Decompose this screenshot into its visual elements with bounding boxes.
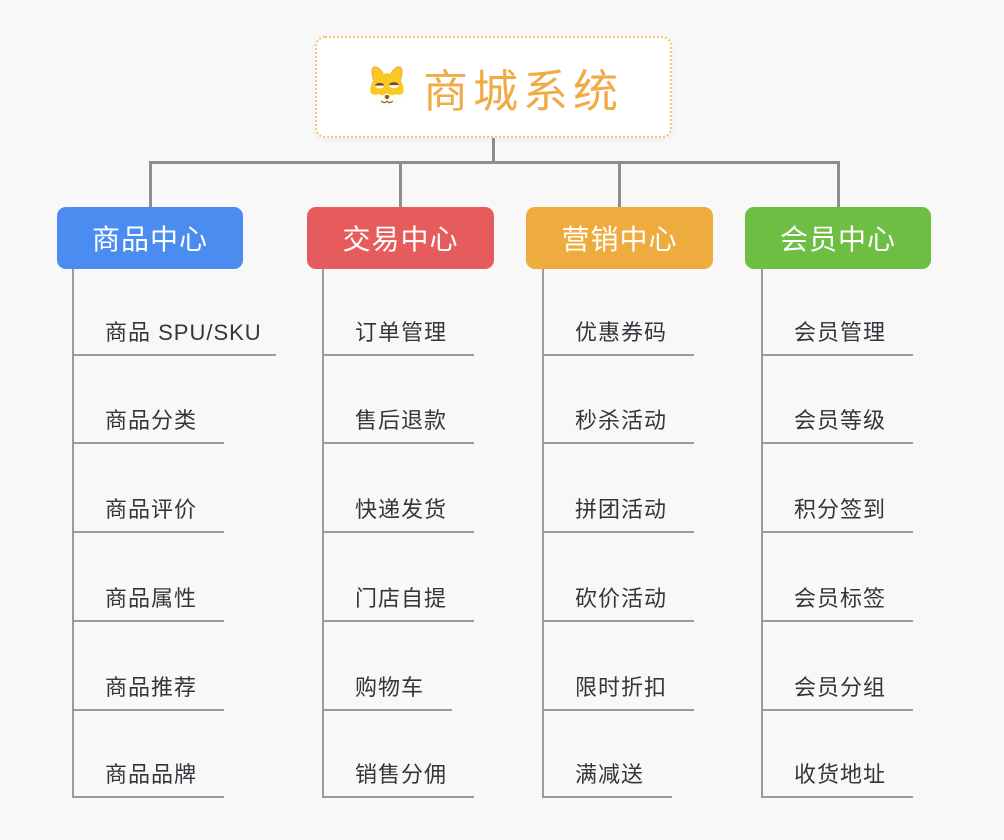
topic-shipping-address[interactable]: 收货地址 [761,750,913,798]
topic-product-review[interactable]: 商品评价 [72,485,224,533]
topic-label: 会员管理 [794,320,887,345]
topic-label: 售后退款 [355,408,448,433]
topic-label: 秒杀活动 [575,408,668,433]
topic-label: 积分签到 [794,497,887,522]
connector-bus [149,161,840,164]
topic-order-management[interactable]: 订单管理 [322,308,474,356]
branch-label-trade-center: 交易中心 [342,224,459,255]
topic-label: 商品品牌 [105,762,198,787]
connector-drop-trade-center [399,161,402,207]
topic-label: 销售分佣 [355,762,448,787]
branch-spine-member-center [761,269,763,798]
branch-spine-marketing-center [542,269,544,798]
connector-drop-marketing-center [618,161,621,207]
topic-aftersale-refund[interactable]: 售后退款 [322,396,474,444]
topic-label: 商品评价 [105,497,198,522]
topic-time-limited-discount[interactable]: 限时折扣 [542,663,694,711]
topic-label: 会员标签 [794,586,887,611]
topic-product-category[interactable]: 商品分类 [72,396,224,444]
topic-product-attribute[interactable]: 商品属性 [72,574,224,622]
topic-label: 商品分类 [105,408,198,433]
topic-member-management[interactable]: 会员管理 [761,308,913,356]
topic-points-checkin[interactable]: 积分签到 [761,485,913,533]
topic-member-group[interactable]: 会员分组 [761,663,913,711]
branch-node-marketing-center[interactable]: 营销中心 [526,207,713,269]
branch-node-trade-center[interactable]: 交易中心 [307,207,494,269]
branch-label-marketing-center: 营销中心 [561,224,678,255]
topic-store-pickup[interactable]: 门店自提 [322,574,474,622]
topic-label: 限时折扣 [575,675,668,700]
root-node[interactable]: 商城系统 [315,36,672,138]
topic-label: 会员等级 [794,408,887,433]
topic-label: 砍价活动 [575,586,668,611]
topic-label: 会员分组 [794,675,887,700]
topic-label: 购物车 [355,675,425,700]
topic-bargain-activity[interactable]: 砍价活动 [542,574,694,622]
branch-node-product-center[interactable]: 商品中心 [57,207,243,269]
branch-spine-product-center [72,269,74,798]
topic-product-brand[interactable]: 商品品牌 [72,750,224,798]
root-title: 商城系统 [422,65,623,117]
topic-label: 商品 SPU/SKU [105,320,262,345]
topic-label: 快递发货 [355,497,448,522]
branch-label-member-center: 会员中心 [779,224,896,255]
topic-label: 收货地址 [794,762,887,787]
topic-group-buy[interactable]: 拼团活动 [542,485,694,533]
topic-label: 订单管理 [355,320,448,345]
connector-drop-product-center [149,161,152,207]
topic-coupon-code[interactable]: 优惠券码 [542,308,694,356]
branch-spine-trade-center [322,269,324,798]
topic-product-spu-sku[interactable]: 商品 SPU/SKU [72,308,276,356]
topic-member-level[interactable]: 会员等级 [761,396,913,444]
topic-express-delivery[interactable]: 快递发货 [322,485,474,533]
topic-shopping-cart[interactable]: 购物车 [322,663,452,711]
topic-product-recommend[interactable]: 商品推荐 [72,663,224,711]
topic-sales-commission[interactable]: 销售分佣 [322,750,474,798]
branch-node-member-center[interactable]: 会员中心 [745,207,931,269]
topic-flash-sale[interactable]: 秒杀活动 [542,396,694,444]
connector-drop-member-center [837,161,840,207]
topic-label: 商品推荐 [105,675,198,700]
connector-root-stub [492,138,495,162]
topic-label: 拼团活动 [575,497,668,522]
branch-label-product-center: 商品中心 [91,224,208,255]
topic-label: 门店自提 [355,586,448,611]
topic-full-reduction[interactable]: 满减送 [542,750,672,798]
topic-member-tag[interactable]: 会员标签 [761,574,913,622]
topic-label: 优惠券码 [575,320,668,345]
topic-label: 满减送 [575,762,645,787]
shiba-dog-icon [370,66,404,107]
topic-label: 商品属性 [105,586,198,611]
